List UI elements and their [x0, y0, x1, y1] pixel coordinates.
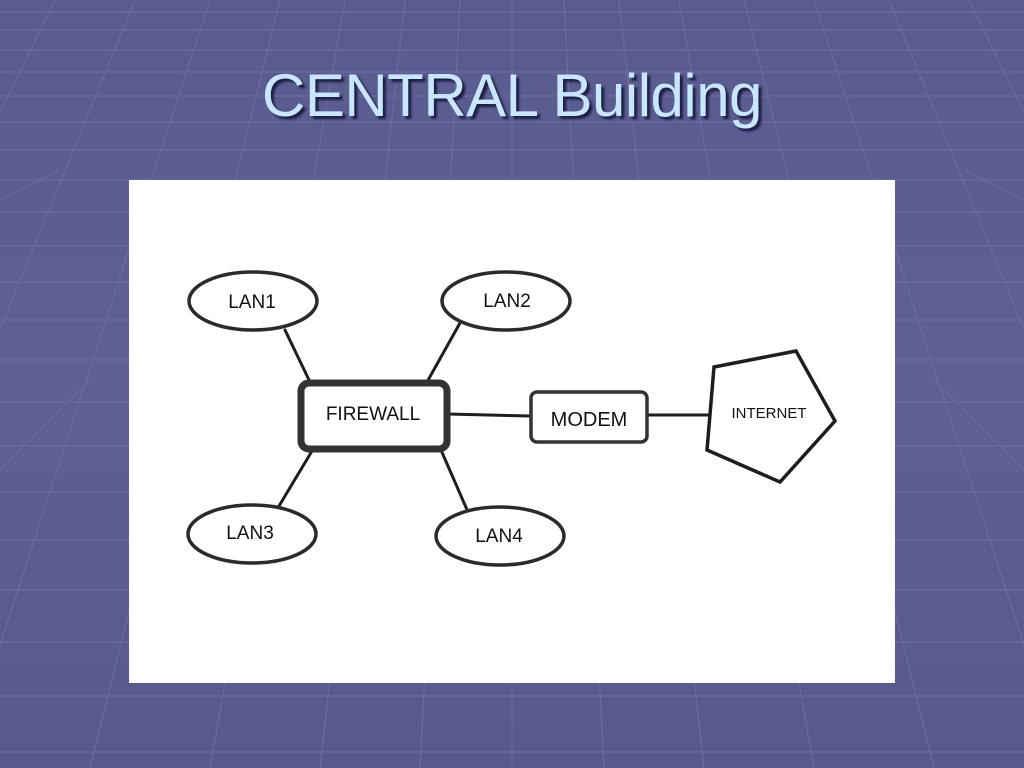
node-lan3: LAN3 [186, 503, 318, 565]
network-diagram: LAN1 LAN2 LAN3 LAN4 FIREWALL MODEM [186, 270, 838, 567]
slide-title: CENTRAL Building [262, 62, 762, 129]
network-diagram-panel: LAN1 LAN2 LAN3 LAN4 FIREWALL MODEM [129, 180, 895, 683]
node-firewall-label: FIREWALL [326, 404, 420, 425]
edge-lan1-firewall [283, 328, 312, 384]
node-lan4: LAN4 [434, 505, 566, 567]
node-internet: INTERNET [705, 349, 838, 485]
node-modem-label: MODEM [551, 409, 628, 431]
node-firewall: FIREWALL [297, 379, 451, 453]
node-modem: MODEM [529, 390, 649, 444]
edge-lan2-firewall [425, 321, 462, 384]
edge-lan3-firewall [277, 449, 314, 508]
node-lan2: LAN2 [440, 270, 572, 332]
edge-lan4-firewall [439, 448, 470, 514]
node-lan3-label: LAN3 [226, 523, 274, 544]
node-internet-label: INTERNET [732, 405, 807, 422]
node-lan1-label: LAN1 [228, 292, 276, 313]
node-lan1: LAN1 [187, 270, 319, 332]
node-lan2-label: LAN2 [483, 291, 531, 312]
edge-firewall-modem [445, 412, 533, 418]
node-lan4-label: LAN4 [475, 526, 523, 547]
